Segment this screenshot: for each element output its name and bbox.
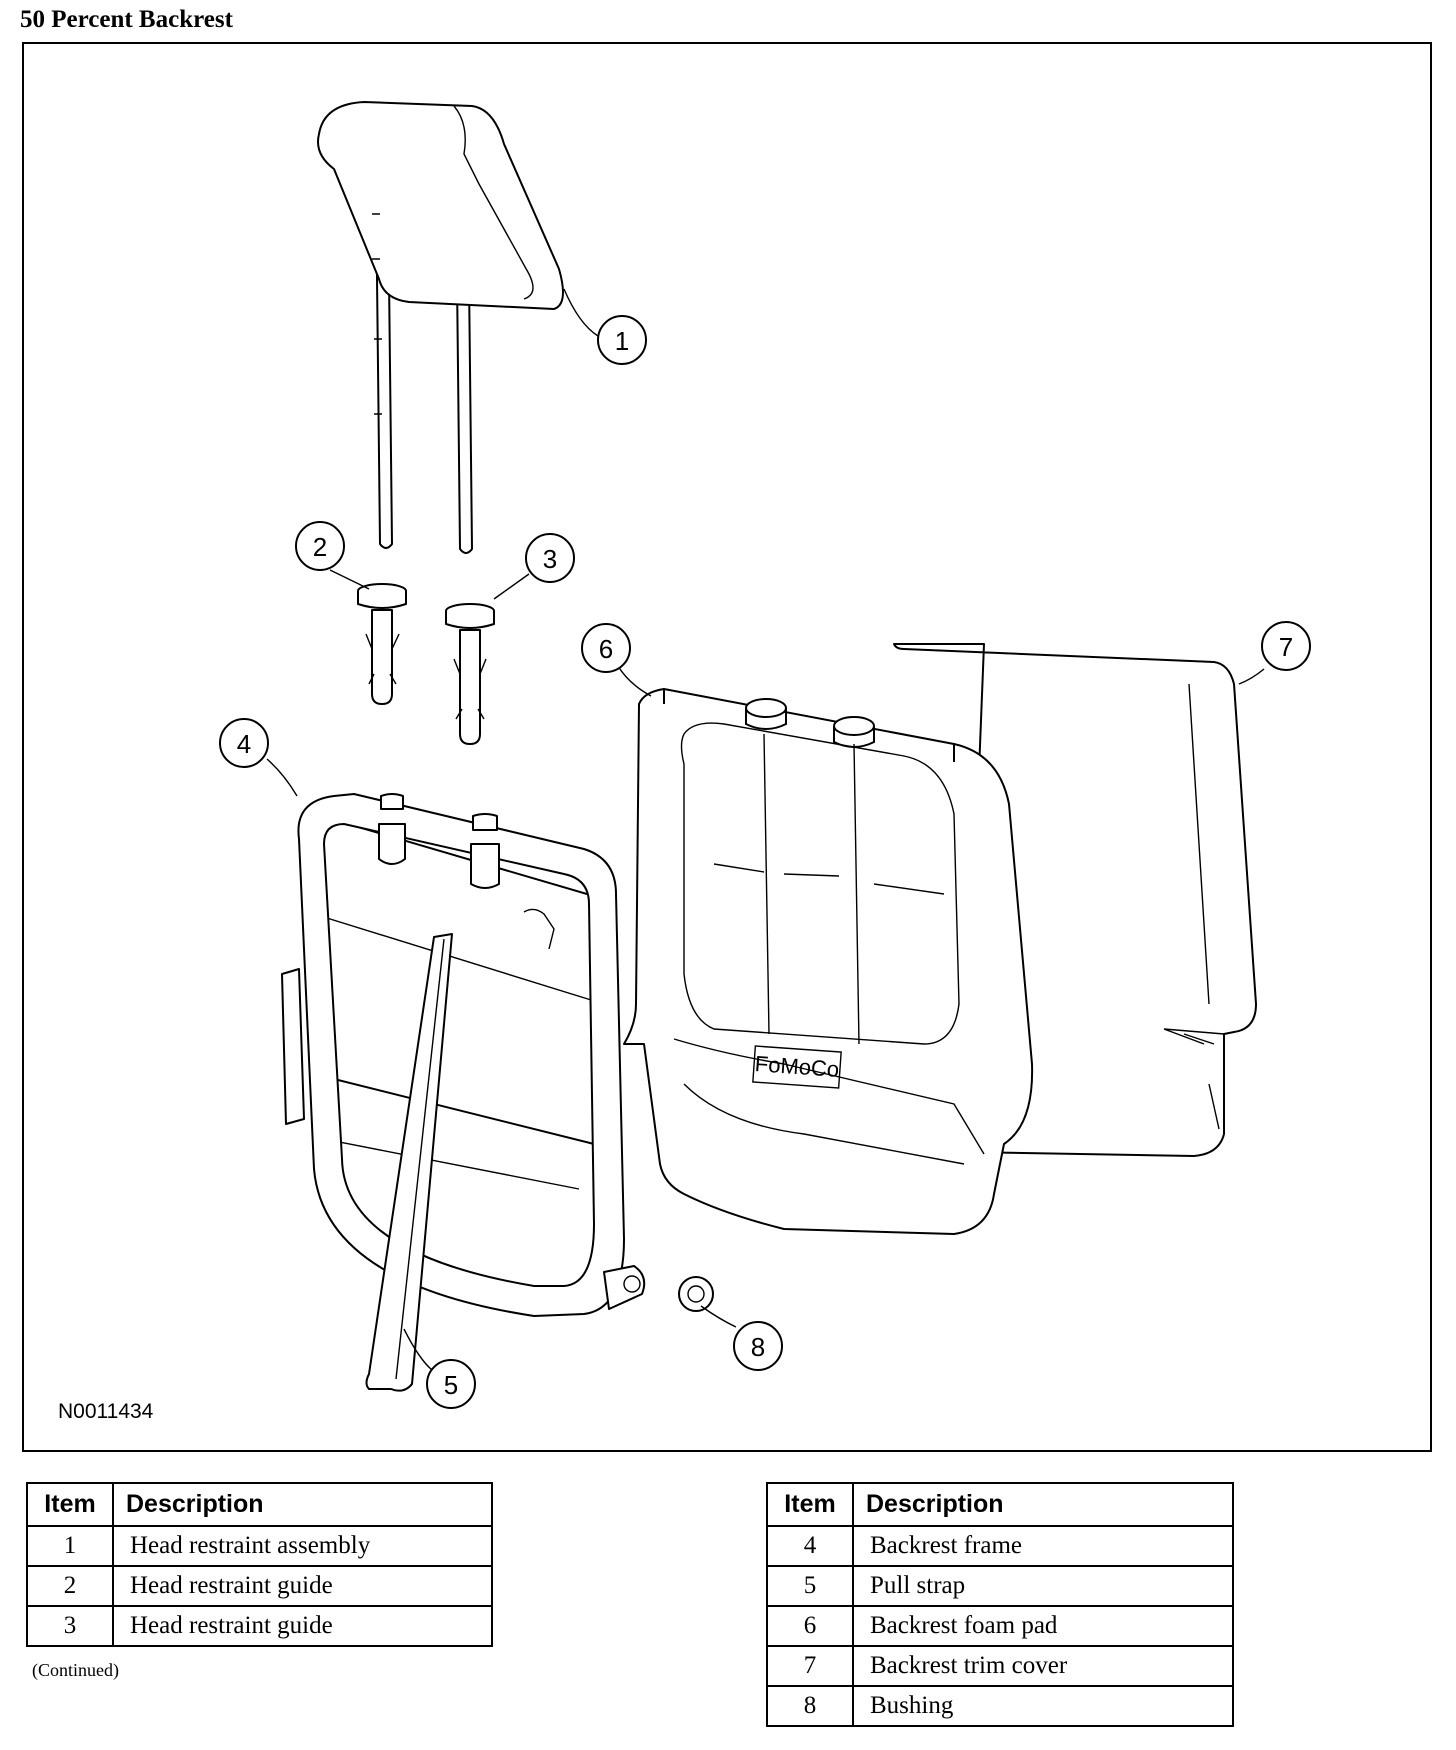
item-number: 2 xyxy=(26,1565,114,1607)
column-header-description: Description xyxy=(112,1482,493,1527)
table-row: 8 Bushing xyxy=(766,1685,1234,1727)
column-header-item: Item xyxy=(26,1482,114,1527)
item-description: Pull strap xyxy=(852,1565,1234,1607)
head-restraint-guide-left xyxy=(357,583,407,705)
head-restraint-assembly xyxy=(317,101,564,554)
callout-1: 1 xyxy=(597,315,647,365)
item-number: 8 xyxy=(766,1685,854,1727)
item-description: Backrest trim cover xyxy=(852,1645,1234,1687)
svg-text:5: 5 xyxy=(444,1370,458,1400)
item-number: 7 xyxy=(766,1645,854,1687)
exploded-view-figure: FoMoCo xyxy=(22,42,1432,1452)
item-description: Bushing xyxy=(852,1685,1234,1727)
item-number: 1 xyxy=(26,1525,114,1567)
item-description: Backrest foam pad xyxy=(852,1605,1234,1647)
svg-text:4: 4 xyxy=(237,729,251,759)
column-header-description: Description xyxy=(852,1482,1234,1527)
page-title: 50 Percent Backrest xyxy=(20,6,233,33)
leader-lines xyxy=(266,288,1265,1371)
callout-5: 5 xyxy=(426,1359,476,1409)
item-number: 4 xyxy=(766,1525,854,1567)
fomoco-logo: FoMoCo xyxy=(754,1051,840,1082)
bushing xyxy=(678,1276,714,1312)
svg-text:7: 7 xyxy=(1279,632,1293,662)
table-row: 1 Head restraint assembly xyxy=(26,1525,493,1567)
backrest-exploded-diagram: FoMoCo xyxy=(219,101,1311,1409)
item-description: Head restraint guide xyxy=(112,1605,493,1647)
callout-6: 6 xyxy=(581,623,631,673)
table-row: 4 Backrest frame xyxy=(766,1525,1234,1567)
svg-text:6: 6 xyxy=(599,634,613,664)
item-number: 5 xyxy=(766,1565,854,1607)
item-description: Backrest frame xyxy=(852,1525,1234,1567)
callout-2: 2 xyxy=(295,521,345,571)
item-number: 6 xyxy=(766,1605,854,1647)
svg-text:3: 3 xyxy=(543,544,557,574)
table-row: 3 Head restraint guide xyxy=(26,1605,493,1647)
head-restraint-guide-right xyxy=(445,603,495,745)
figure-code: N0011434 xyxy=(58,1400,154,1423)
svg-text:8: 8 xyxy=(751,1332,765,1362)
callout-8: 8 xyxy=(733,1321,783,1371)
callout-7: 7 xyxy=(1261,621,1311,671)
item-description: Head restraint guide xyxy=(112,1565,493,1607)
legend-table-right: Item Description 4 Backrest frame 5 Pull… xyxy=(766,1482,1234,1727)
column-header-item: Item xyxy=(766,1482,854,1527)
legend-table-left: Item Description 1 Head restraint assemb… xyxy=(26,1482,493,1647)
callout-3: 3 xyxy=(525,533,575,583)
table-row: 6 Backrest foam pad xyxy=(766,1605,1234,1647)
table-row: 5 Pull strap xyxy=(766,1565,1234,1607)
svg-text:1: 1 xyxy=(615,326,629,356)
backrest-foam-pad: FoMoCo xyxy=(623,688,1034,1235)
continued-note: (Continued) xyxy=(32,1660,119,1680)
backrest-frame xyxy=(281,793,646,1317)
table-row: 2 Head restraint guide xyxy=(26,1565,493,1607)
svg-text:2: 2 xyxy=(313,532,327,562)
callout-4: 4 xyxy=(219,718,269,768)
item-number: 3 xyxy=(26,1605,114,1647)
pull-strap xyxy=(365,933,453,1392)
item-description: Head restraint assembly xyxy=(112,1525,493,1567)
table-row: 7 Backrest trim cover xyxy=(766,1645,1234,1687)
